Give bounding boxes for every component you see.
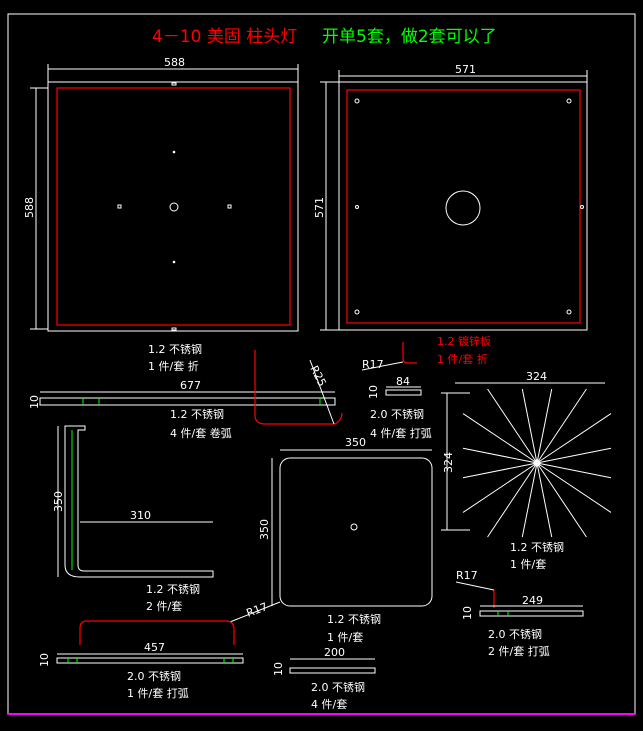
spoke — [462, 462, 538, 513]
dim-radius: R25 — [307, 363, 328, 388]
spoke — [536, 388, 553, 464]
dim-width: 350 — [345, 436, 366, 449]
dim-thickness: 10 — [38, 653, 51, 667]
material-label: 2.0 不锈钢 — [311, 681, 365, 694]
spoke — [462, 413, 538, 464]
spoke — [487, 388, 538, 464]
material-label: 1.2 镀锌板 — [437, 334, 491, 348]
qty-label: 4 件/套 卷弧 — [170, 426, 232, 440]
dim-thickness: 10 — [28, 395, 41, 409]
qty-label: 1 件/套 — [327, 631, 363, 644]
part-l-bracket: 310 350 1.2 不锈钢 2 件/套 — [52, 425, 214, 613]
dim-thickness: 10 — [367, 385, 380, 399]
dim-height: 350 — [52, 491, 65, 512]
dim-width: 324 — [526, 370, 547, 383]
dim-height: 588 — [23, 197, 36, 218]
qty-label: 1 件/套 折 — [437, 352, 488, 366]
dim-radius: R17 — [456, 569, 478, 582]
spoke — [462, 462, 538, 479]
qty-label: 1 件/套 打弧 — [127, 686, 189, 700]
spoke — [487, 462, 538, 538]
title-red: 4－10 美固 柱头灯 — [152, 27, 297, 47]
material-label: 1.2 不锈钢 — [146, 583, 200, 596]
part-spoke-324: 324 324 1.2 不锈钢 1 件/套 — [441, 370, 612, 571]
dim-thickness: 10 — [461, 606, 474, 620]
material-label: 2.0 不锈钢 — [127, 670, 181, 683]
dim-length: 457 — [144, 641, 165, 654]
dim-height: 571 — [313, 197, 326, 218]
dim-width: 571 — [455, 63, 476, 76]
spoke — [462, 447, 538, 464]
material-label: 1.2 不锈钢 — [510, 541, 564, 554]
material-label: 2.0 不锈钢 — [488, 628, 542, 641]
material-label: 1.2 不锈钢 — [170, 408, 224, 421]
qty-label: 2 件/套 — [146, 600, 182, 613]
part-panel-571: 571 571 1.2 镀锌板 1 件/套 折 — [313, 63, 588, 366]
part-strip-249: R17 249 10 2.0 不锈钢 2 件/套 打弧 — [455, 569, 584, 658]
dim-length: 84 — [396, 375, 410, 388]
title-green: 开单5套，做2套可以了 — [322, 27, 497, 47]
spoke — [536, 462, 612, 479]
part-strip-457: 457 10 2.0 不锈钢 1 件/套 打弧 — [38, 620, 244, 700]
spoke — [521, 388, 538, 464]
dim-thickness: 10 — [272, 662, 285, 676]
part-bracket-84: R17 84 10 2.0 不锈钢 4 件/套 打弧 — [361, 342, 432, 440]
qty-label: 4 件/套 打弧 — [370, 426, 432, 440]
dim-width: 588 — [164, 56, 185, 69]
spoke — [536, 462, 612, 513]
spoke — [521, 462, 538, 538]
dim-radius: R17 — [245, 600, 270, 620]
drawing-border — [7, 13, 636, 715]
dim-length: 200 — [324, 646, 345, 659]
material-label: 1.2 不锈钢 — [327, 613, 381, 626]
spoke — [536, 413, 612, 464]
spoke — [536, 388, 587, 464]
qty-label: 1 件/套 折 — [148, 359, 199, 373]
material-label: 2.0 不锈钢 — [370, 408, 424, 421]
material-label: 1.2 不锈钢 — [148, 343, 202, 356]
qty-label: 4 件/套 — [311, 698, 347, 711]
part-strip-200: 200 10 2.0 不锈钢 4 件/套 — [272, 646, 376, 711]
part-panel-588: 588 588 1.2 不锈钢 1 件/套 折 — [23, 56, 299, 373]
spoke — [536, 447, 612, 464]
qty-label: 2 件/套 打弧 — [488, 644, 550, 658]
spoke — [536, 462, 587, 538]
qty-label: 1 件/套 — [510, 558, 546, 571]
dim-radius: R17 — [362, 358, 384, 371]
part-panel-350: 350 350 R17 1.2 不锈钢 1 件/套 — [229, 436, 433, 644]
spoke — [536, 462, 553, 538]
dim-length: 249 — [522, 594, 543, 607]
dim-width: 310 — [130, 509, 151, 522]
dim-length: 677 — [180, 379, 201, 392]
dim-height: 350 — [258, 519, 271, 540]
dim-height: 324 — [442, 452, 455, 473]
